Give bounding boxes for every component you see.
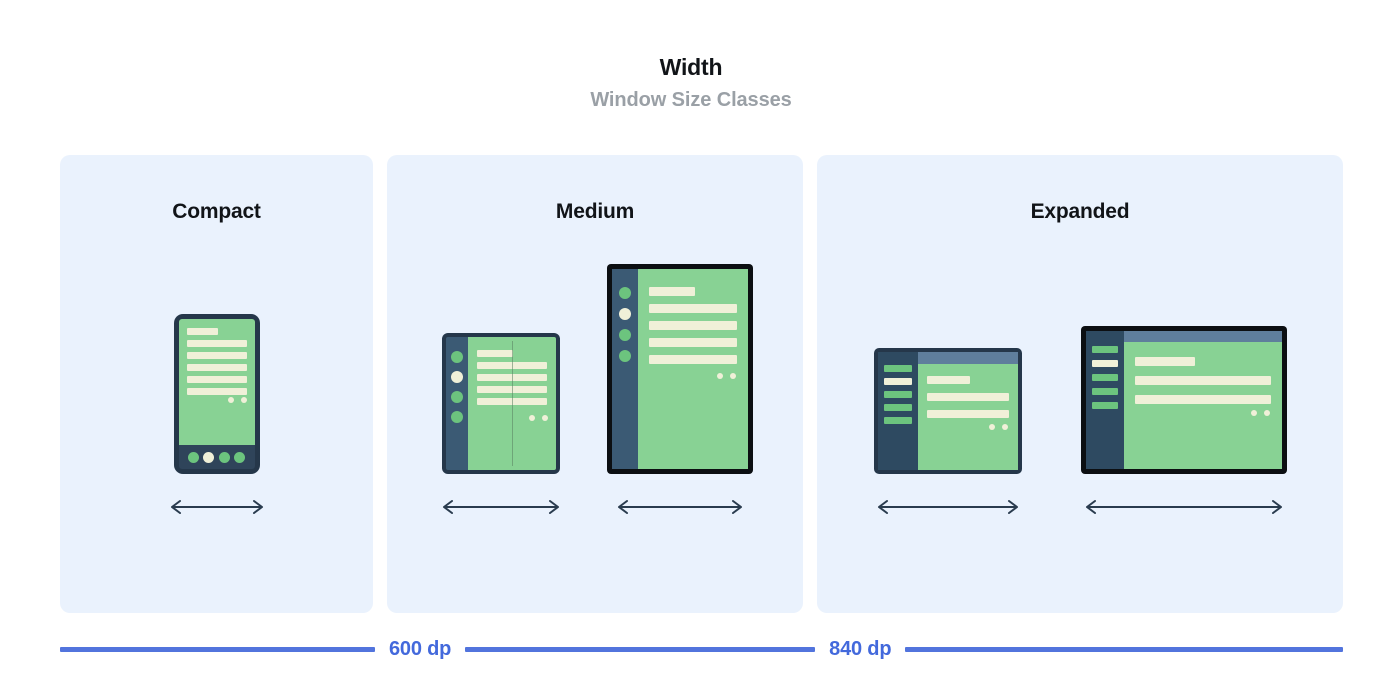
content-line [927,393,1009,401]
foldable-content [468,337,556,470]
rail-dot [619,329,631,341]
content-line [1135,376,1271,385]
content-line [186,328,218,335]
content-line [649,321,737,330]
device-main [918,352,1018,470]
rail-dot-active [619,308,631,320]
device-foldable-unfolded [442,333,560,474]
device-slot-tablet-small [872,348,1024,518]
navigation-drawer [1086,331,1124,469]
content-line [927,376,970,384]
foldable-nav-rail [446,337,468,470]
tablet-nav-rail [612,269,638,469]
device-tablet-small-landscape [874,348,1022,474]
fold-seam [512,341,513,466]
panel-label-medium: Medium [555,200,635,223]
horizontal-resize-arrow-icon [612,496,748,518]
app-top-bar [1124,331,1282,342]
device-slot-tablet-portrait [607,264,753,518]
content-line [186,352,247,359]
content-canvas [918,364,1018,470]
drawer-item [1092,388,1118,395]
diagram-header: Width Window Size Classes [0,0,1382,114]
page-title: Width [659,54,723,80]
app-top-bar [918,352,1018,364]
device-slot-phone [165,314,269,518]
content-dots [717,373,736,379]
content-line [477,350,514,357]
content-line [649,355,737,364]
content-dots [989,424,1008,430]
rail-dot [451,411,463,423]
device-tablet-large-landscape [1081,326,1287,474]
panel-label-compact: Compact [172,200,261,223]
device-slot-foldable [437,333,565,518]
content-line [1135,357,1195,366]
rail-dot [619,287,631,299]
rule-segment [905,646,1343,652]
content-line [186,388,247,395]
content-dots [227,397,247,403]
content-line [649,338,737,347]
rule-segment [465,646,816,652]
rail-dot-active [451,371,463,383]
nav-dot [218,451,230,463]
device-slot-tablet-large [1080,326,1288,518]
content-dots [529,415,548,421]
device-body [878,352,1018,470]
content-dots [1251,410,1270,416]
horizontal-resize-arrow-icon [872,496,1024,518]
content-line [1135,395,1271,404]
device-group-medium [387,264,803,518]
drawer-item [884,391,912,398]
device-group-expanded [817,326,1343,518]
panel-medium: Medium [387,155,803,613]
rail-dot [451,391,463,403]
horizontal-resize-arrow-icon [437,496,565,518]
drawer-item [884,404,912,411]
content-line [649,304,737,313]
breakpoint-rule: 600 dp 840 dp [60,636,1343,662]
content-line [186,340,247,347]
content-line [186,364,247,371]
device-phone [173,314,260,474]
horizontal-resize-arrow-icon [1080,496,1288,518]
drawer-item [884,417,912,424]
nav-dot [187,451,199,463]
rule-segment [60,646,375,652]
phone-screen [178,319,255,445]
content-line [649,287,695,296]
device-tablet-portrait [607,264,753,474]
panel-expanded: Expanded [817,155,1343,613]
breakpoint-label-600: 600 dp [389,637,452,660]
nav-dot [234,451,246,463]
drawer-item [884,365,912,372]
phone-bottom-navbar [178,445,255,469]
rail-dot [619,350,631,362]
device-group-compact [60,314,373,518]
panel-compact: Compact [60,155,373,613]
breakpoint-label-840: 840 dp [829,637,892,660]
device-main [1124,331,1282,469]
navigation-drawer [878,352,918,470]
horizontal-resize-arrow-icon [165,496,269,518]
rail-dot [451,351,463,363]
drawer-item-active [1092,360,1118,367]
drawer-item-active [884,378,912,385]
panel-label-expanded: Expanded [1030,200,1130,223]
drawer-item [1092,402,1118,409]
drawer-item [1092,374,1118,381]
size-class-panels: Compact [60,155,1343,613]
tablet-content [638,269,748,469]
nav-dot-active [203,451,215,463]
page-subtitle: Window Size Classes [590,89,792,111]
content-line [927,410,1009,418]
drawer-item [1092,346,1118,353]
content-canvas [1124,342,1282,469]
content-line [186,376,247,383]
